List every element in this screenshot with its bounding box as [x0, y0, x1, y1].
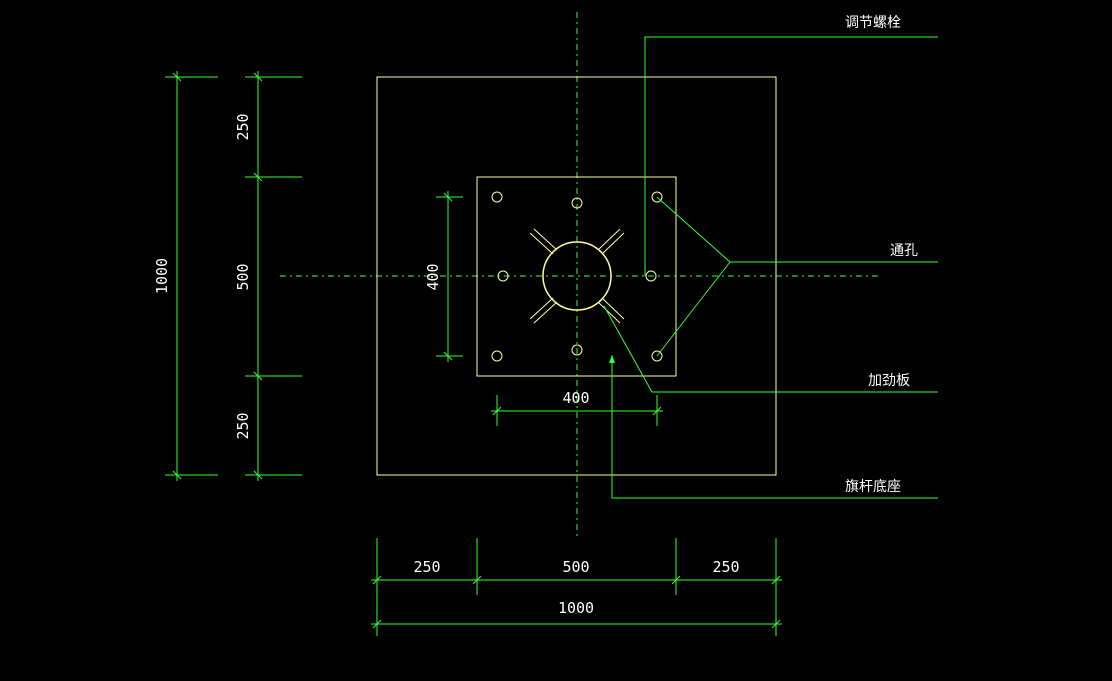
- bolt-hole-bl: [491, 350, 503, 362]
- bolt-holes: [491, 191, 663, 362]
- stiffener-se: [597, 297, 625, 324]
- label-through-hole: 通孔: [890, 243, 918, 259]
- foundation-outline: [376, 76, 777, 476]
- flagpole-base-leader: [611, 355, 938, 499]
- stiffener-leader: [603, 305, 938, 393]
- h-dim-plate-tick-left: [492, 406, 502, 416]
- leader-lines: [603, 36, 938, 499]
- v-dim-total-tick-top: [172, 72, 182, 82]
- stiffener-sw: [529, 297, 558, 324]
- v-dim-total-tick-bottom: [172, 470, 182, 480]
- vertical-dimension-lines: [165, 71, 463, 481]
- base-plate-outline: [476, 176, 677, 377]
- h-dim-left-label: 250: [413, 558, 440, 576]
- v-dim-plate-tick-bottom: [443, 351, 453, 361]
- stiffener-nw: [529, 228, 558, 255]
- h-dim-total-tick-left: [372, 619, 382, 629]
- label-flagpole-base: 旗杆底座: [845, 479, 901, 495]
- v-dim-bottom-label: 250: [234, 412, 252, 439]
- v-dim-top-label: 250: [234, 113, 252, 140]
- horizontal-dimension-lines: [371, 395, 782, 636]
- v-dim-tick-77: [253, 72, 263, 82]
- pole-circle: [542, 241, 612, 311]
- bolt-hole-bc: [571, 344, 583, 356]
- h-dim-total-label: 1000: [558, 599, 594, 617]
- v-dim-tick-177: [253, 172, 263, 182]
- v-dim-plate-tick-top: [443, 192, 453, 202]
- bolt-hole-tl: [491, 191, 503, 203]
- label-stiffener: 加劲板: [868, 373, 910, 389]
- flagpole-base-arrowhead: [609, 355, 615, 363]
- label-adjust-bolt: 调节螺栓: [845, 15, 901, 31]
- h-dim-plate-label: 400: [562, 389, 589, 407]
- stiffener-plates: [529, 228, 625, 324]
- bolt-hole-mr: [645, 270, 657, 282]
- h-dim-tick-776: [771, 575, 781, 585]
- leader-arrowheads: [609, 355, 615, 363]
- v-dim-middle-label: 500: [234, 263, 252, 290]
- adjust-bolt-leader: [644, 36, 938, 276]
- v-dim-plate-label: 400: [424, 263, 442, 290]
- v-dim-tick-475: [253, 470, 263, 480]
- h-dim-tick-676: [671, 575, 681, 585]
- bolt-hole-ml: [497, 270, 509, 282]
- bolt-hole-tr: [651, 191, 663, 203]
- centerlines: [280, 12, 880, 540]
- h-dim-right-label: 250: [712, 558, 739, 576]
- h-dim-plate-tick-right: [652, 406, 662, 416]
- v-dim-total-label: 1000: [153, 258, 171, 294]
- stiffener-ne: [597, 228, 625, 255]
- bolt-hole-br: [651, 350, 663, 362]
- h-dim-tick-477: [472, 575, 482, 585]
- bolt-hole-tc: [571, 197, 583, 209]
- h-dim-total-tick-right: [771, 619, 781, 629]
- v-dim-tick-376: [253, 371, 263, 381]
- h-dim-tick-377: [372, 575, 382, 585]
- h-dim-middle-label: 500: [562, 558, 589, 576]
